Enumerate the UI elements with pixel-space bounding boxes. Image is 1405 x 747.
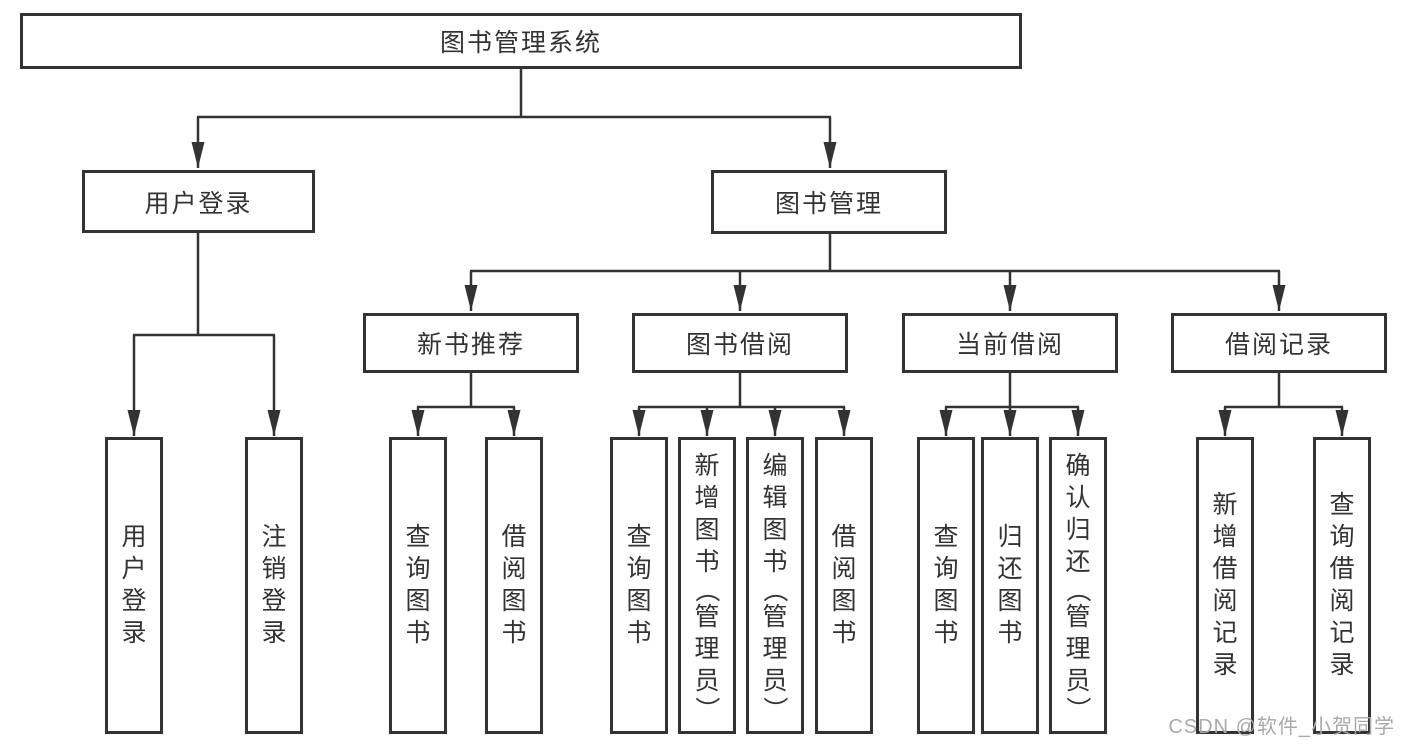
node-query-borrow-record: 查询借阅记录 [1313, 437, 1371, 734]
node-borrow-books-leaf: 借阅图书 [815, 437, 873, 734]
node-logout-label: 注销登录 [261, 523, 287, 647]
node-query-books-current: 查询图书 [917, 437, 975, 734]
node-library-system: 图书管理系统 [20, 13, 1022, 69]
node-logout: 注销登录 [245, 437, 303, 734]
node-edit-book-admin-label: 编辑图书（管理员） [760, 452, 789, 722]
node-user-login-label: 用户登录 [144, 189, 253, 218]
node-book-borrowing-label: 图书借阅 [685, 331, 794, 359]
node-edit-book-admin: 编辑图书（管理员） [746, 437, 804, 734]
node-borrow-books-recommend-label: 借阅图书 [501, 523, 527, 647]
node-query-books-recommend-label: 查询图书 [405, 523, 431, 647]
node-add-book-admin-label: 新增图书（管理员） [692, 452, 721, 722]
node-query-books-borrowing-label: 查询图书 [626, 523, 652, 647]
node-new-book-recommend: 新书推荐 [363, 313, 579, 373]
node-add-book-admin: 新增图书（管理员） [678, 437, 736, 734]
node-query-borrow-record-label: 查询借阅记录 [1329, 491, 1355, 679]
node-borrow-books-leaf-label: 借阅图书 [831, 523, 857, 647]
node-user-login-leaf: 用户登录 [105, 437, 163, 734]
watermark-text: CSDN @软件_小贺同学 [1168, 716, 1395, 738]
node-book-borrowing: 图书借阅 [632, 313, 848, 373]
node-confirm-return-admin: 确认归还（管理员） [1049, 437, 1107, 734]
node-borrowing-records-label: 借阅记录 [1224, 331, 1333, 359]
node-book-management: 图书管理 [711, 170, 947, 234]
node-book-management-label: 图书管理 [774, 190, 883, 218]
node-return-book: 归还图书 [981, 437, 1039, 734]
node-current-borrowing-label: 当前借阅 [955, 331, 1064, 359]
node-user-login: 用户登录 [82, 170, 315, 233]
node-query-books-recommend: 查询图书 [389, 437, 447, 734]
node-library-system-label: 图书管理系统 [439, 29, 602, 57]
node-borrowing-records: 借阅记录 [1171, 313, 1387, 373]
node-return-book-label: 归还图书 [997, 523, 1023, 647]
node-query-books-current-label: 查询图书 [933, 523, 959, 647]
node-query-books-borrowing: 查询图书 [610, 437, 668, 734]
node-borrow-books-recommend: 借阅图书 [485, 437, 543, 734]
node-new-book-recommend-label: 新书推荐 [416, 331, 525, 359]
node-add-borrow-record: 新增借阅记录 [1196, 437, 1254, 734]
node-confirm-return-admin-label: 确认归还（管理员） [1063, 452, 1092, 722]
node-add-borrow-record-label: 新增借阅记录 [1212, 491, 1238, 679]
node-user-login-leaf-label: 用户登录 [121, 523, 147, 647]
node-current-borrowing: 当前借阅 [902, 313, 1118, 373]
